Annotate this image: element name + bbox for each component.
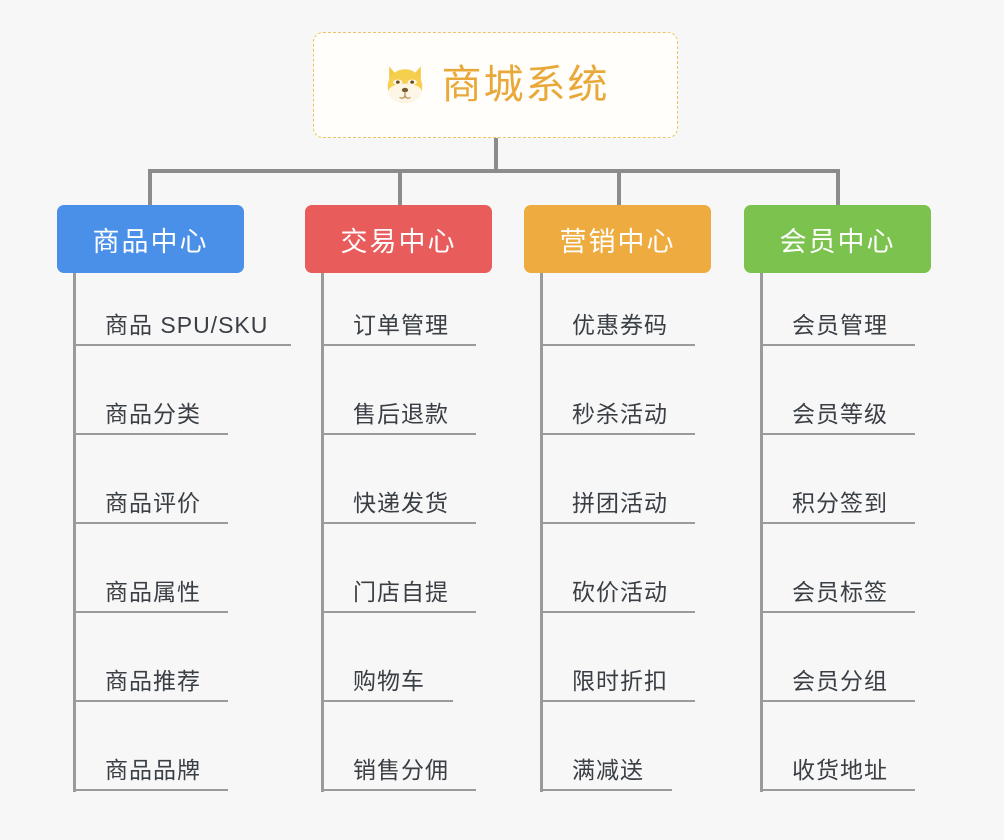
leaf-item-label: 会员管理 bbox=[792, 312, 888, 339]
leaf-item-sales-commission[interactable]: 销售分佣 bbox=[321, 745, 476, 791]
category-header-label: 会员中心 bbox=[779, 226, 896, 257]
column-spine-marketing-center bbox=[540, 273, 543, 792]
leaf-item-after-sales-refund[interactable]: 售后退款 bbox=[321, 389, 476, 435]
leaf-item-member-level[interactable]: 会员等级 bbox=[760, 389, 915, 435]
leaf-item-label: 商品属性 bbox=[105, 579, 201, 606]
connector-horizontal-bus bbox=[148, 169, 840, 173]
connector-drop-member-center bbox=[836, 169, 840, 207]
category-header-marketing-center[interactable]: 营销中心 bbox=[524, 205, 711, 273]
leaf-item-label: 订单管理 bbox=[353, 312, 449, 339]
leaf-item-label: 限时折扣 bbox=[572, 668, 668, 695]
leaf-item-product-brand[interactable]: 商品品牌 bbox=[73, 745, 228, 791]
leaf-item-shipping-address[interactable]: 收货地址 bbox=[760, 745, 915, 791]
leaf-item-label: 积分签到 bbox=[792, 490, 888, 517]
root-node-title: 商城系统 bbox=[441, 63, 610, 107]
column-spine-trade-center bbox=[321, 273, 324, 792]
root-node-mall-system[interactable]: 商城系统 bbox=[313, 32, 678, 138]
leaf-item-limited-time-discount[interactable]: 限时折扣 bbox=[540, 656, 695, 702]
category-header-label: 交易中心 bbox=[340, 226, 457, 257]
connector-root-stub bbox=[494, 138, 498, 171]
leaf-item-label: 秒杀活动 bbox=[572, 401, 668, 428]
connector-drop-marketing-center bbox=[617, 169, 621, 207]
shiba-dog-face-icon bbox=[387, 66, 422, 103]
leaf-item-label: 商品 SPU/SKU bbox=[105, 312, 269, 339]
leaf-item-label: 商品推荐 bbox=[105, 668, 201, 695]
leaf-item-order-management[interactable]: 订单管理 bbox=[321, 300, 476, 346]
column-spine-member-center bbox=[760, 273, 763, 792]
category-header-member-center[interactable]: 会员中心 bbox=[744, 205, 931, 273]
leaf-item-bargain-activity[interactable]: 砍价活动 bbox=[540, 567, 695, 613]
leaf-item-label: 砍价活动 bbox=[572, 579, 668, 606]
leaf-item-label: 售后退款 bbox=[353, 401, 449, 428]
leaf-item-label: 商品分类 bbox=[105, 401, 201, 428]
leaf-item-product-attribute[interactable]: 商品属性 bbox=[73, 567, 228, 613]
leaf-item-label: 满减送 bbox=[572, 757, 644, 784]
leaf-item-points-checkin[interactable]: 积分签到 bbox=[760, 478, 915, 524]
leaf-item-label: 拼团活动 bbox=[572, 490, 668, 517]
leaf-item-label: 优惠券码 bbox=[572, 312, 668, 339]
category-header-product-center[interactable]: 商品中心 bbox=[57, 205, 244, 273]
leaf-item-member-tag[interactable]: 会员标签 bbox=[760, 567, 915, 613]
leaf-item-full-reduction-gift[interactable]: 满减送 bbox=[540, 745, 672, 791]
leaf-item-product-recommend[interactable]: 商品推荐 bbox=[73, 656, 228, 702]
leaf-item-store-pickup[interactable]: 门店自提 bbox=[321, 567, 476, 613]
column-spine-product-center bbox=[73, 273, 76, 792]
leaf-item-group-buy[interactable]: 拼团活动 bbox=[540, 478, 695, 524]
leaf-item-label: 销售分佣 bbox=[353, 757, 449, 784]
connector-drop-trade-center bbox=[398, 169, 402, 207]
category-header-label: 商品中心 bbox=[92, 226, 209, 257]
leaf-item-express-shipping[interactable]: 快递发货 bbox=[321, 478, 476, 524]
leaf-item-label: 门店自提 bbox=[353, 579, 449, 606]
leaf-item-label: 会员分组 bbox=[792, 668, 888, 695]
leaf-item-shopping-cart[interactable]: 购物车 bbox=[321, 656, 453, 702]
leaf-item-flash-sale[interactable]: 秒杀活动 bbox=[540, 389, 695, 435]
category-header-label: 营销中心 bbox=[559, 226, 676, 257]
leaf-item-label: 购物车 bbox=[353, 668, 425, 695]
leaf-item-product-category[interactable]: 商品分类 bbox=[73, 389, 228, 435]
leaf-item-label: 会员等级 bbox=[792, 401, 888, 428]
leaf-item-product-spu-sku[interactable]: 商品 SPU/SKU bbox=[73, 300, 291, 346]
leaf-item-member-management[interactable]: 会员管理 bbox=[760, 300, 915, 346]
category-header-trade-center[interactable]: 交易中心 bbox=[305, 205, 492, 273]
leaf-item-label: 商品品牌 bbox=[105, 757, 201, 784]
connector-drop-product-center bbox=[148, 169, 152, 207]
leaf-item-member-group[interactable]: 会员分组 bbox=[760, 656, 915, 702]
leaf-item-product-review[interactable]: 商品评价 bbox=[73, 478, 228, 524]
leaf-item-label: 商品评价 bbox=[105, 490, 201, 517]
leaf-item-label: 会员标签 bbox=[792, 579, 888, 606]
leaf-item-label: 快递发货 bbox=[353, 490, 449, 517]
leaf-item-label: 收货地址 bbox=[792, 757, 888, 784]
leaf-item-coupon-code[interactable]: 优惠券码 bbox=[540, 300, 695, 346]
